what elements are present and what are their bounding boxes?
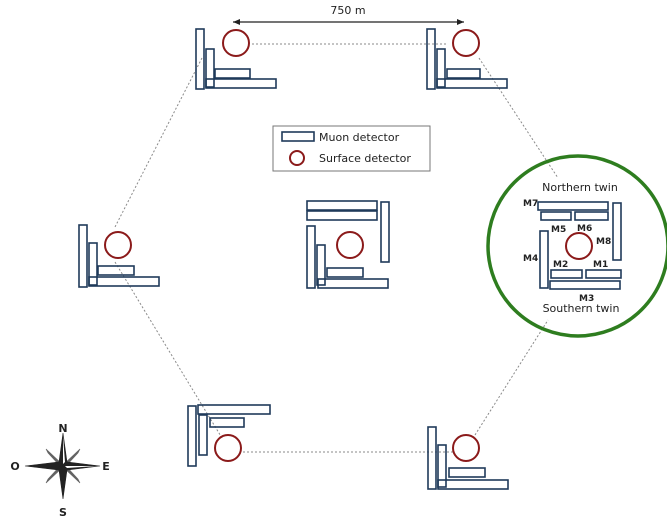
surface-detector: [452, 29, 480, 57]
module-m8: [612, 202, 622, 261]
module-m4: [539, 230, 549, 289]
module-label-m4: M4: [523, 254, 538, 264]
legend-surface-label: Surface detector: [319, 152, 411, 165]
muon-module: [205, 48, 215, 88]
surface-detector: [452, 434, 480, 462]
muon-module: [306, 200, 378, 211]
module-m3: [549, 280, 621, 290]
station-top-right: [426, 28, 508, 90]
twin-station: Northern twin Southern twin M7 M5 M6 M8 …: [486, 154, 667, 338]
muon-module: [306, 225, 316, 289]
module-m2: [550, 269, 583, 279]
muon-module: [214, 68, 251, 79]
muon-module: [448, 467, 486, 478]
station-left: [78, 224, 160, 288]
module-m5: [540, 211, 572, 221]
muon-module: [198, 414, 208, 456]
muon-module: [380, 201, 390, 263]
muon-module: [316, 244, 326, 286]
module-label-m7: M7: [523, 199, 538, 209]
muon-module: [97, 265, 135, 276]
muon-module: [205, 78, 277, 89]
distance-indicator: 750 m: [233, 4, 464, 25]
muon-module: [436, 48, 446, 88]
legend-muon-label: Muon detector: [319, 131, 400, 144]
hexagon-connectors: [114, 43, 559, 453]
module-label-m2: M2: [553, 260, 568, 270]
highlight-ring: [486, 154, 667, 338]
compass-west: O: [10, 460, 19, 473]
muon-module: [187, 405, 197, 467]
muon-module: [326, 267, 364, 278]
surface-detector: [104, 231, 132, 259]
legend-surface-swatch: [289, 150, 305, 166]
module-label-m6: M6: [577, 224, 592, 234]
muon-module: [446, 68, 481, 79]
module-label-m8: M8: [596, 237, 611, 247]
compass-east: E: [102, 460, 110, 473]
compass-south: S: [59, 506, 67, 519]
station-bottom-left: [187, 404, 271, 467]
module-label-m1: M1: [593, 260, 608, 270]
station-bottom-right: [427, 426, 509, 490]
module-label-m3: M3: [579, 294, 594, 304]
surface-detector: [336, 231, 364, 259]
module-label-m5: M5: [551, 225, 566, 235]
muon-module: [88, 242, 98, 286]
muon-module: [197, 404, 271, 415]
muon-module: [88, 276, 160, 287]
legend-muon-swatch: [281, 131, 315, 142]
muon-module: [317, 278, 389, 289]
northern-twin-label: Northern twin: [542, 181, 618, 194]
muon-module: [195, 28, 205, 90]
surface-detector: [214, 434, 242, 462]
muon-module: [427, 426, 437, 490]
compass-rose-icon: N S O E: [10, 422, 109, 519]
module-m1: [585, 269, 622, 279]
muon-module: [78, 224, 88, 288]
compass-north: N: [58, 422, 67, 435]
surface-detector: [565, 232, 593, 260]
legend: Muon detector Surface detector: [272, 125, 431, 172]
muon-module: [426, 28, 436, 90]
southern-twin-label: Southern twin: [543, 302, 620, 315]
muon-module: [437, 444, 447, 488]
muon-module: [437, 479, 509, 490]
muon-module: [306, 210, 378, 221]
surface-detector: [222, 29, 250, 57]
module-m6: [574, 211, 609, 221]
muon-module: [209, 417, 245, 428]
muon-module: [436, 78, 508, 89]
distance-label: 750 m: [330, 4, 365, 17]
station-center: [306, 200, 390, 289]
module-m7: [537, 201, 609, 211]
legend-box: [272, 125, 431, 172]
station-top-left: [195, 28, 277, 90]
